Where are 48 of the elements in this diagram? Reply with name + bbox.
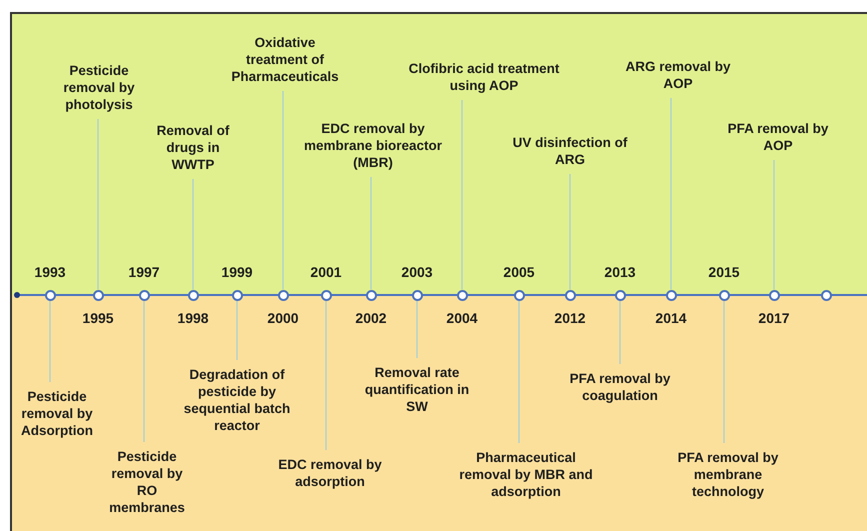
- leader-line: [461, 100, 463, 290]
- leader-line: [569, 174, 571, 290]
- event-label: Clofibric acid treatment using AOP: [394, 60, 574, 100]
- leader-line: [97, 119, 99, 290]
- leader-line: [518, 300, 520, 443]
- leader-line: [723, 300, 725, 443]
- event-label: PFA removal by AOP: [712, 120, 844, 160]
- leader-line: [670, 98, 672, 290]
- leader-line: [773, 160, 775, 290]
- event-label: Pharmaceutical removal by MBR and adsorption: [455, 443, 597, 500]
- leader-line: [49, 300, 51, 382]
- leader-line: [325, 300, 327, 450]
- leader-line: [192, 179, 194, 290]
- leader-line: [619, 300, 621, 364]
- year-label: 2003: [400, 264, 434, 280]
- event-label: PFA removal by coagulation: [559, 364, 681, 404]
- year-label: 2004: [445, 310, 479, 326]
- year-label: 2014: [654, 310, 688, 326]
- event-label: Oxidative treatment of Pharmaceuticals: [226, 34, 344, 91]
- event-label: Removal of drugs in WWTP: [148, 122, 238, 179]
- leader-line: [282, 91, 284, 290]
- event-label: Removal rate quantification in SW: [363, 358, 471, 415]
- year-label: 1998: [176, 310, 210, 326]
- year-label: 2005: [502, 264, 536, 280]
- year-label: 2012: [553, 310, 587, 326]
- leader-line: [370, 177, 372, 290]
- year-label: 2002: [354, 310, 388, 326]
- event-label: Pesticide removal by photolysis: [52, 62, 146, 119]
- event-label: ARG removal by AOP: [622, 58, 734, 98]
- year-label: 1993: [33, 264, 67, 280]
- leader-line: [416, 300, 418, 358]
- event-label: EDC removal by adsorption: [268, 450, 392, 490]
- year-label: 1999: [220, 264, 254, 280]
- event-label: Pesticide removal by RO membranes: [101, 442, 193, 516]
- year-label: 2017: [757, 310, 791, 326]
- year-label: 2015: [707, 264, 741, 280]
- year-label: 1995: [81, 310, 115, 326]
- event-label: PFA removal by membrane technology: [659, 443, 797, 500]
- year-label: 1997: [127, 264, 161, 280]
- leader-line: [143, 300, 145, 442]
- event-label: UV disinfection of ARG: [509, 134, 631, 174]
- leader-line: [236, 300, 238, 360]
- year-label: 2001: [309, 264, 343, 280]
- event-label: EDC removal by membrane bioreactor (MBR): [303, 120, 443, 177]
- event-label: Degradation of pesticide by sequential batch reactor: [181, 360, 293, 434]
- event-label: Pesticide removal by Adsorption: [12, 382, 107, 439]
- year-label: 2000: [266, 310, 300, 326]
- year-label: 2013: [603, 264, 637, 280]
